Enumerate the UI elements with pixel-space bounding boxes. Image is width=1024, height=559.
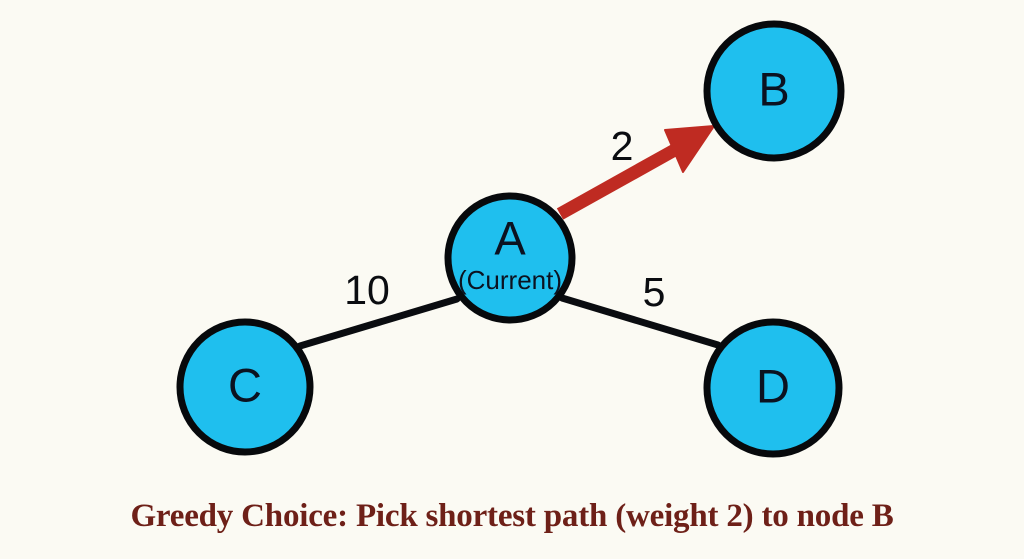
node-a[interactable]: A (Current) <box>444 192 576 324</box>
edge-a-d <box>558 294 722 349</box>
edge-group-plain <box>296 294 722 350</box>
node-group: A (Current) B C D <box>176 20 845 458</box>
edge-group-greedy <box>556 125 715 220</box>
edge-weight-a-c: 10 <box>344 267 390 313</box>
node-a-label: A <box>494 211 526 264</box>
diagram-caption: Greedy Choice: Pick shortest path (weigh… <box>130 498 894 534</box>
node-b-circle[interactable] <box>703 20 845 162</box>
node-c[interactable]: C <box>176 318 314 456</box>
node-b-label: B <box>758 62 789 115</box>
edge-a-b-arrowhead <box>664 125 715 173</box>
node-a-sublabel: (Current) <box>458 265 562 295</box>
edge-a-c <box>296 295 461 350</box>
node-d[interactable]: D <box>703 318 843 458</box>
edge-weight-a-b: 2 <box>611 123 634 169</box>
node-c-label: C <box>228 358 262 411</box>
node-d-circle[interactable] <box>703 318 843 458</box>
node-b[interactable]: B <box>703 20 845 162</box>
edge-a-b-shaft <box>556 141 684 220</box>
node-c-circle[interactable] <box>176 318 314 456</box>
node-d-label: D <box>756 359 790 412</box>
node-a-circle[interactable] <box>444 192 576 324</box>
edge-weight-group: 2 10 5 <box>344 123 665 315</box>
edge-weight-a-d: 5 <box>643 269 666 315</box>
